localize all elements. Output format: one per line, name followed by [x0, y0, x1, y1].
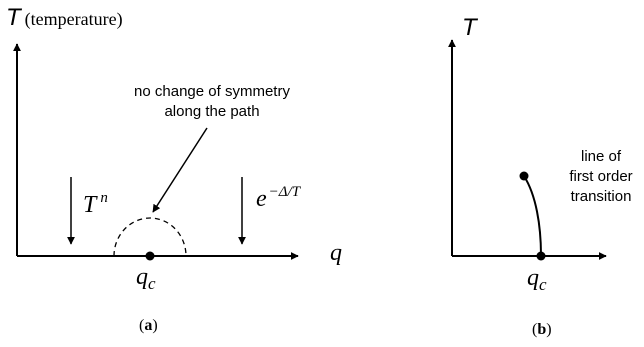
- panel-a-t-note: (temperature): [24, 9, 123, 29]
- panel-a-qc-symbol: q: [136, 264, 148, 290]
- panel-a-left-arrow-label: T n: [83, 190, 108, 219]
- panel-a-annotation-line1: no change of symmetry: [134, 83, 290, 100]
- panel-a-left-exponent: n: [100, 190, 108, 206]
- panel-b-caption-letter: b: [537, 321, 547, 338]
- panel-b-transition-line: [523, 175, 542, 257]
- panel-b-qc-symbol: q: [527, 265, 539, 291]
- panel-b-critical-point: [536, 251, 546, 261]
- panel-a-q-axis-label: q: [330, 240, 342, 266]
- panel-b-qc-subscript: c: [539, 275, 547, 294]
- panel-b-transition-line2: first order: [569, 168, 633, 185]
- panel-a-caption-letter: a: [144, 317, 153, 334]
- panel-a-qc-label: qc: [136, 264, 156, 293]
- panel-a-annotation-line2: along the path: [164, 103, 260, 120]
- panel-b-qc-label: qc: [527, 265, 547, 294]
- panel-a-t-symbol: T: [6, 4, 21, 31]
- panel-a-annotation: no change of symmetry along the path: [117, 82, 307, 122]
- panel-b-caption: (b): [532, 321, 552, 338]
- panel-a-qc-subscript: c: [148, 274, 156, 293]
- panel-b-t-axis-label: T: [462, 14, 477, 41]
- panel-b-transition-line3: transition: [570, 188, 632, 205]
- panel-a-dashed-path: [113, 217, 187, 257]
- panel-b-transition-line1: line of: [580, 148, 622, 165]
- panel-a-right-exponent: −Δ/T: [268, 184, 301, 200]
- panel-a-left-base: T: [83, 192, 97, 218]
- panel-a-annotation-arrow: [152, 127, 208, 213]
- panel-a-caption: (a): [139, 317, 158, 334]
- panel-a-right-base: e: [256, 186, 267, 212]
- panel-a-critical-point: [145, 251, 155, 261]
- panel-b-transition-label: line of first order transition: [558, 147, 644, 207]
- panel-a-right-arrow-label: e−Δ/T: [256, 184, 301, 213]
- panel-b-transition-endpoint: [519, 171, 529, 181]
- panel-a-t-axis-label: T (temperature): [6, 4, 123, 32]
